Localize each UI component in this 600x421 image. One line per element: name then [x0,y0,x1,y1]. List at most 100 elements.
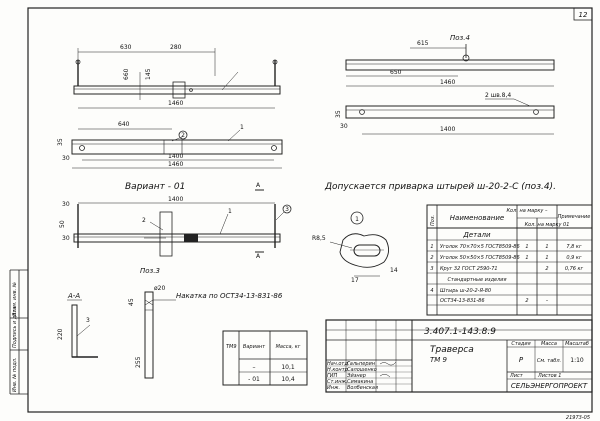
mass-value: См. табл. [537,358,561,364]
side-label-inv: Инв. № подл. [12,358,18,393]
sheet-number: 12 [579,11,588,19]
dim-45: 45 [128,298,135,306]
view-poz-3: Поз.3 ø20 Накатка по ОСТ34-13-831-86 255… [128,267,283,379]
svg-text:–: – [546,298,549,304]
callout-2-var: 2 [142,217,146,224]
mass-row-variant: – [253,364,256,371]
callout-1-mid: 1 [240,124,244,131]
poz3-title: Поз.3 [140,267,160,275]
section-a-title: А-А [67,292,80,300]
view-top-left: 630 280 660 145 1460 [73,44,281,109]
svg-text:Уголок 50×50×5 ГОСТ8509-86: Уголок 50×50×5 ГОСТ8509-86 [440,255,520,261]
dim-14: 14 [390,267,398,274]
spec-row: 2 Уголок 50×50×5 ГОСТ8509-86 1 1 0,9 кг [430,255,582,261]
dim-1460-c: 1460 [440,79,455,86]
callout-3-section: 3 [86,317,90,324]
signature-name: Волбенская [347,385,378,391]
corner-stamp: 21973-05 [566,415,590,421]
mass-header-mass: Масса, кг [276,344,301,350]
spec-row: ОСТ34-13-831-86 2 – [440,298,549,304]
section-a-a: А-А 3 220 [57,292,98,358]
signature-name: Гальперин [347,361,376,367]
signature-role: Ст.инж. [327,379,348,385]
svg-text:2: 2 [525,298,528,304]
sheets-label: Листов 1 [537,373,561,379]
spec-table: Поз. Наименование Кол. на марку – Кол. н… [426,204,593,316]
side-label-sign: Подпись и дата [12,307,18,348]
signature-name: Салошенко [347,367,377,373]
drawing-designation: 3.407.1-143.8.9 [424,327,496,337]
mass-table: ТМ9 Вариант Масса, кг – 10,1 - 01 10,4 [222,330,308,386]
spec-header-qty-01: Кол. на марку 01 [525,222,570,228]
poz4-title: Поз.4 [450,34,470,42]
view-poz-4: Поз.4 615 650 1460 2 шв.8,4 1400 30 35 [335,34,555,135]
callout-1-var: 1 [228,208,232,215]
variant-title: Вариант - 01 [125,182,185,192]
svg-text:3: 3 [430,266,433,272]
dim-1460-b: 1460 [168,161,183,168]
dim-145: 145 [145,68,152,80]
poz3-note: Накатка по ОСТ34-13-831-86 [176,292,283,300]
dim-630: 630 [120,44,132,51]
dim-30-b: 30 [62,201,70,208]
dim-d20: ø20 [154,285,165,292]
mass-row-value: 10,1 [281,364,295,371]
dim-660: 660 [123,68,130,80]
svg-text:ОСТ34-13-831-86: ОСТ34-13-831-86 [440,298,485,304]
spec-row: 4 Штырь ш-20-2-Я-80 [430,288,491,294]
signature-name: Эйзнер [346,373,366,379]
mass-table-mark: ТМ9 [226,344,237,350]
signature-role: Инж. [327,385,340,391]
col-scale: Масштаб [565,341,589,347]
dim-650: 650 [390,69,402,76]
signature-role: ГИП [327,373,338,379]
signature-role: Н.контр. [327,367,349,373]
section-mark-bottom: А [256,253,261,260]
spec-header-qty: Кол. на марку – [507,208,548,214]
product-name: Траверса [430,345,474,355]
spec-header-note: Примечание [558,214,591,220]
side-label-replace: Взам. инв. № [12,282,18,316]
view-variant-01: Вариант - 01 1400 А 3 2 1 30 30 50 А [59,182,292,260]
svg-text:0,76 кг: 0,76 кг [565,266,584,272]
view-mid-left: 640 2 1 1400 1460 30 35 [57,121,283,169]
dim-1400-c: 1400 [440,126,455,133]
svg-text:7,8 кг: 7,8 кг [566,244,582,250]
title-block: 3.407.1-143.8.9 Траверса ТМ 9 Стадия Мас… [325,319,593,393]
dim-640: 640 [118,121,130,128]
svg-text:1: 1 [545,244,548,250]
dim-1460-a: 1460 [168,100,183,107]
dim-35-b: 35 [335,110,342,118]
svg-text:1: 1 [545,255,548,261]
col-mass: Масса [541,341,557,347]
svg-text:2: 2 [545,266,548,272]
dim-1400-a: 1400 [168,153,183,160]
spec-row: 1 Уголок 70×70×5 ГОСТ8509-86 1 1 7,8 кг [430,244,582,250]
weld-permission-note: Допускается приварка штырей ш-20-2-С (по… [324,182,556,192]
spec-header-name: Наименование [450,214,504,222]
detail-1: 1 R8,5 17 14 [312,211,398,284]
section-mark-top: А [256,182,261,189]
sheet-label: Лист [509,373,524,379]
dim-220: 220 [57,328,64,340]
dim-615: 615 [417,40,429,47]
svg-text:1: 1 [525,255,528,261]
organization: СЕЛЬЭНЕРГОПРОЕКТ [511,382,588,390]
product-mark: ТМ 9 [430,356,448,364]
svg-text:Круг 32 ГОСТ 2590-71: Круг 32 ГОСТ 2590-71 [440,266,498,272]
detail-marker: 1 [355,216,359,223]
dim-280: 280 [170,44,182,51]
dim-30-c: 30 [62,235,70,242]
spec-section-standard: Стандартные изделия [447,277,506,283]
svg-text:Штырь ш-20-2-Я-80: Штырь ш-20-2-Я-80 [440,288,491,294]
stage-value: Р [519,356,524,364]
weld-note: 2 шв.8,4 [485,92,511,99]
scale-value: 1:10 [570,357,584,364]
svg-text:0,9 кг: 0,9 кг [566,255,582,261]
spec-header-pos: Поз. [430,215,436,226]
spec-row: 3 Круг 32 ГОСТ 2590-71 2 0,76 кг [430,266,583,272]
dim-17: 17 [351,277,359,284]
svg-text:1: 1 [525,244,528,250]
dim-1400-b: 1400 [168,196,183,203]
